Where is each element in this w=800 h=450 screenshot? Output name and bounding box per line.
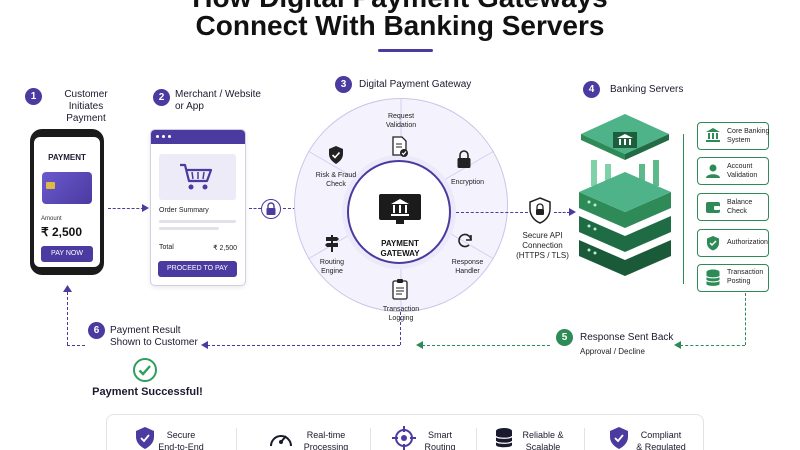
total-label: Total bbox=[159, 244, 174, 251]
shield-lock-icon bbox=[529, 197, 551, 224]
service-account-validation bbox=[697, 157, 769, 185]
step-2-badge: 2 bbox=[153, 89, 170, 106]
feature-divider bbox=[476, 428, 477, 450]
feature-compliant: Compliant& Regulated bbox=[636, 430, 686, 450]
step-5-label: Response Sent Back bbox=[580, 332, 674, 343]
step-5-sublabel: Approval / Decline bbox=[580, 347, 645, 356]
step-4-label: Banking Servers bbox=[610, 84, 684, 95]
arrow-head-icon bbox=[201, 341, 208, 349]
window-dot bbox=[168, 135, 171, 138]
step-6-badge: 6 bbox=[88, 322, 105, 339]
shield-check-icon bbox=[136, 427, 154, 449]
arrow-head-up-icon bbox=[63, 285, 72, 292]
customer-return-path bbox=[67, 345, 85, 346]
step-1-badge: 1 bbox=[25, 88, 42, 105]
bank-icon bbox=[706, 128, 720, 142]
arrow-gateway-to-bank bbox=[456, 212, 528, 213]
card-chip bbox=[46, 182, 55, 189]
step-4-badge: 4 bbox=[583, 81, 600, 98]
response-to-customer bbox=[422, 345, 550, 346]
feature-divider bbox=[584, 428, 585, 450]
bank-server-illustration bbox=[579, 114, 671, 276]
refresh-icon bbox=[458, 233, 472, 248]
arrow-head-icon bbox=[416, 341, 423, 349]
arrow-head-icon bbox=[674, 341, 681, 349]
pay-now-button[interactable]: PAY NOW bbox=[41, 246, 93, 262]
database-icon bbox=[706, 269, 720, 286]
lock-icon bbox=[266, 202, 276, 215]
clipboard-icon bbox=[392, 279, 408, 300]
proceed-to-pay-button[interactable]: PROCEED TO PAY bbox=[158, 261, 237, 277]
step-3-badge: 3 bbox=[335, 76, 352, 93]
arrow-gateway-to-bank bbox=[554, 212, 570, 213]
customer-return-path bbox=[67, 292, 68, 345]
feature-divider bbox=[370, 428, 371, 450]
padlock-icon bbox=[457, 150, 471, 168]
payment-successful-label: Payment Successful! bbox=[92, 386, 203, 398]
arrow-phone-to-merchant bbox=[108, 208, 144, 209]
document-check-icon bbox=[392, 136, 408, 157]
amount-label: Amount bbox=[41, 216, 62, 222]
target-icon bbox=[392, 426, 416, 450]
module-encryption: Encryption bbox=[450, 179, 485, 186]
gateway-to-customer bbox=[207, 345, 400, 346]
window-dot bbox=[162, 135, 165, 138]
gateway-down-path bbox=[400, 312, 401, 345]
title-line-1: How Digital Payment Gateways bbox=[0, 0, 800, 13]
step-3-label: Digital Payment Gateway bbox=[359, 79, 472, 90]
services-bracket bbox=[683, 134, 684, 284]
shopping-cart-icon bbox=[180, 163, 213, 190]
arrow-merchant-to-gateway bbox=[249, 208, 261, 209]
total-value: ₹ 2,500 bbox=[213, 245, 237, 252]
arrow-head-icon bbox=[569, 208, 576, 216]
feature-reliable: Reliable &Scalable bbox=[522, 430, 564, 450]
speedometer-icon bbox=[270, 435, 292, 447]
amount-value: ₹ 2,500 bbox=[41, 225, 82, 239]
merchant-titlebar bbox=[151, 130, 245, 144]
check-circle-icon bbox=[133, 358, 157, 382]
wallet-icon bbox=[706, 202, 720, 213]
order-summary-label: Order Summary bbox=[159, 207, 209, 214]
title-line-2: Connect With Banking Servers bbox=[195, 10, 605, 41]
monitor-bank-icon bbox=[379, 194, 421, 224]
shield-check-icon bbox=[610, 427, 628, 449]
phone-heading: PAYMENT bbox=[48, 153, 86, 162]
shield-check-icon bbox=[329, 146, 343, 164]
summary-line bbox=[159, 220, 236, 223]
feature-divider bbox=[236, 428, 237, 450]
user-icon bbox=[706, 164, 720, 178]
summary-line bbox=[159, 227, 219, 230]
arrow-head-icon bbox=[142, 204, 149, 212]
response-path-down bbox=[745, 293, 746, 345]
service-authorization-label: Authorization bbox=[727, 239, 768, 246]
gateway-core bbox=[347, 160, 451, 264]
signpost-icon bbox=[325, 235, 339, 252]
database-icon bbox=[495, 428, 513, 448]
step-5-badge: 5 bbox=[556, 329, 573, 346]
title-underline bbox=[378, 49, 433, 52]
shield-check-icon bbox=[707, 236, 719, 251]
window-dot bbox=[156, 135, 159, 138]
response-path bbox=[680, 345, 745, 346]
